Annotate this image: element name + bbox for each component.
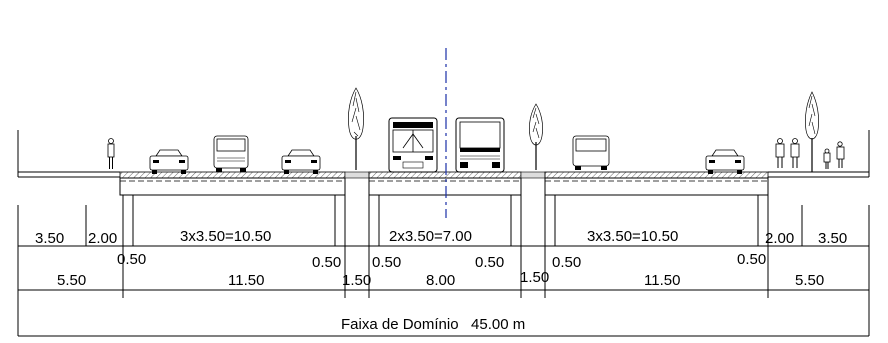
dim-center-right-offset: 0.50 [475, 254, 504, 271]
dim-left-roadway-total: 11.50 [228, 272, 264, 289]
dim-left-sidewalk: 3.50 [35, 230, 64, 247]
van-icon [572, 135, 610, 170]
dim-right-sidewalk: 3.50 [818, 230, 847, 247]
dim-left-lanes: 3x3.50=10.50 [180, 228, 271, 245]
bus-icon [388, 117, 438, 173]
road-profile [17, 130, 870, 196]
tree-icon [805, 91, 819, 172]
dim-left-median: 1.50 [342, 272, 371, 289]
pedestrian-icon [107, 138, 115, 169]
dim-center-left-offset: 0.50 [372, 254, 401, 271]
dim-right-of-way: Faixa de Domínio 45.00 m [341, 316, 525, 333]
dim-center-total: 8.00 [426, 272, 455, 289]
bus-icon [455, 117, 505, 173]
family-icon [775, 138, 845, 169]
dim-left-parking: 2.00 [88, 230, 117, 247]
van-icon [213, 135, 249, 172]
dim-left-mid-offset: 0.50 [312, 254, 341, 271]
car-icon [705, 149, 745, 174]
dimension-lines [17, 195, 870, 337]
dim-left-side-total: 5.50 [57, 272, 86, 289]
dim-right-mid-offset: 0.50 [552, 254, 581, 271]
car-icon [149, 149, 189, 174]
dim-right-median: 1.50 [520, 269, 549, 286]
dim-right-roadway-total: 11.50 [644, 272, 680, 289]
dim-right-parking: 2.00 [765, 230, 794, 247]
dim-center-lanes: 2x3.50=7.00 [389, 228, 472, 245]
tree-icon [348, 87, 364, 170]
dim-right-lanes: 3x3.50=10.50 [587, 228, 678, 245]
dim-left-edge-offset: 0.50 [117, 251, 146, 268]
tree-icon [529, 103, 543, 170]
dim-right-edge-offset: 0.50 [737, 251, 766, 268]
dim-right-side-total: 5.50 [795, 272, 824, 289]
car-icon [281, 149, 321, 174]
